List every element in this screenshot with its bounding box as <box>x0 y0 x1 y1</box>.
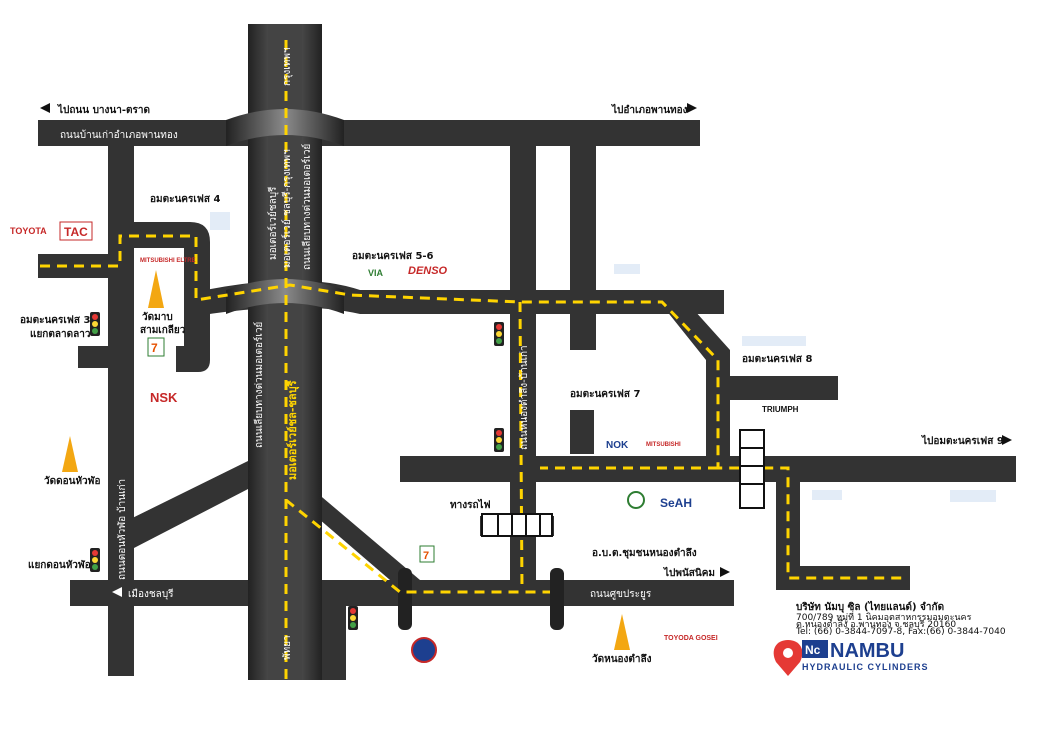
bottom-road-label: ถนนศูขประยูร <box>590 589 652 600</box>
bottom-right-direction: ไปพนัสนิคม <box>663 566 715 579</box>
center-vertical-road <box>510 120 536 590</box>
seven-eleven-icon: 7 7 <box>147 337 435 563</box>
traffic-light-icon <box>90 312 504 630</box>
arrow-left-icon <box>40 103 50 113</box>
nambu-logo-prefix: Nc <box>805 643 821 657</box>
company-logo-small <box>210 212 230 230</box>
company-tel: Tel: (66) 0-3844-7097-8, Fax:(66) 0-3844… <box>795 627 1006 637</box>
company-address-1: 700/789 หมู่ที่ 1 นิคมอุตสาหกรรมอมตะนคร <box>796 610 972 623</box>
seah-logo: SeAH <box>660 496 692 510</box>
highway-main-label: มอเตอร์เวย์ ชลบุรี-กรุงเทพฯ <box>281 149 293 268</box>
phase3-sub-label: แยกตลาดลาว <box>30 329 91 340</box>
nok-logo: NOK <box>606 440 629 451</box>
company-logo-small <box>950 490 996 502</box>
temple1-label: วัดมาบ <box>142 311 173 323</box>
top-left-direction: ไปถนน บางนา-ตราด <box>57 103 150 116</box>
phase7-label: อมตะนครเฟส 7 <box>570 388 640 400</box>
phase4-label: อมตะนครเฟส 4 <box>150 193 220 205</box>
via-logo: VIA <box>368 268 384 278</box>
company-logo-small <box>627 491 645 509</box>
nambu-logo-mark <box>802 640 828 658</box>
top-road-label: ถนนบ้านเก่าอำเภอพานทอง <box>60 129 178 141</box>
right-direction: ไปอมตะนครเฟส 9 <box>921 434 1004 447</box>
highway-bottom-label: พัทยา <box>282 635 293 660</box>
route-dashes <box>40 40 906 680</box>
arrow-right-icon <box>720 567 730 577</box>
bottom-left-direction: เมืองชลบุรี <box>128 588 174 600</box>
nambu-logo-sub: HYDRAULIC CYLINDERS <box>802 662 929 672</box>
company-name: บริษัท นัมบุ ซิล (ไทยแลนด์) จำกัด <box>796 600 944 613</box>
center-vertical-label: ถนนหนองตำลึง-บ้านเก่า <box>518 345 530 450</box>
svg-text:7: 7 <box>151 341 158 355</box>
toyota-logo: TOYOTA <box>10 226 47 236</box>
toyoda-logo: TOYODA GOSEI <box>664 635 718 642</box>
phase56-label: อมตะนครเฟส 5-6 <box>352 250 434 262</box>
top-right-direction: ไปอำเภอพานทอง <box>611 103 688 116</box>
triumph-logo: TRIUMPH <box>762 405 799 414</box>
arrow-left-icon <box>112 587 122 597</box>
left-vertical-label: ถนนดอนหัวฬ่อ บ้านเก่า <box>116 479 128 580</box>
frontage-right-label: ถนนเลียบทางด่วนมอเตอร์เวย์ <box>301 144 313 270</box>
nsk-logo: NSK <box>150 390 178 405</box>
phase3-label: อมตะนครเฟส 3 <box>20 314 90 326</box>
nambu-logo-main: NAMBU <box>830 640 904 662</box>
temple3-label: วัดหนองตำลึง <box>592 653 652 665</box>
highway-top-label: กรุงเทพฯ <box>282 47 293 86</box>
phase8-label: อมตะนครเฟส 8 <box>742 353 812 365</box>
svg-text:7: 7 <box>423 550 429 562</box>
community-label: อ.บ.ต.ชุมชนหนองตำลึง <box>592 547 697 559</box>
railway <box>481 429 765 537</box>
arrow-right-icon <box>1002 435 1012 445</box>
mitsubishi2-logo: MITSUBISHI <box>646 442 681 448</box>
temple1b-label: สามเกลียว <box>140 324 186 336</box>
arrow-right-icon <box>687 103 697 113</box>
mitsubishi-logo: MITSUBISHI ELTRE <box>140 258 196 264</box>
highway-yellow-label: มอเตอร์เวย์ชล-ชลบุรี <box>286 380 300 480</box>
temple-icon <box>62 270 630 650</box>
highway-main2-label: มอเตอร์เวย์ชลบุรี <box>267 186 279 260</box>
junction-label: แยกดอนหัวฬ่อ <box>28 559 91 571</box>
denso-logo: DENSO <box>408 265 448 277</box>
company-logo-small <box>614 264 640 274</box>
frontage-left-label: ถนนเลียบทางด่วนมอเตอร์เวย์ <box>253 322 265 448</box>
company-logo-small <box>742 336 806 346</box>
temple2-label: วัดดอนหัวฬ่อ <box>44 475 101 487</box>
railway-label: ทางรถไฟ <box>450 498 491 511</box>
company-logo-small <box>411 637 437 663</box>
company-address-2: ต.หนองตำลึง อ.พานทอง จ.ชลบุรี 20160 <box>796 619 956 630</box>
company-logo-small <box>812 490 842 500</box>
tac-logo: TAC <box>64 225 88 239</box>
